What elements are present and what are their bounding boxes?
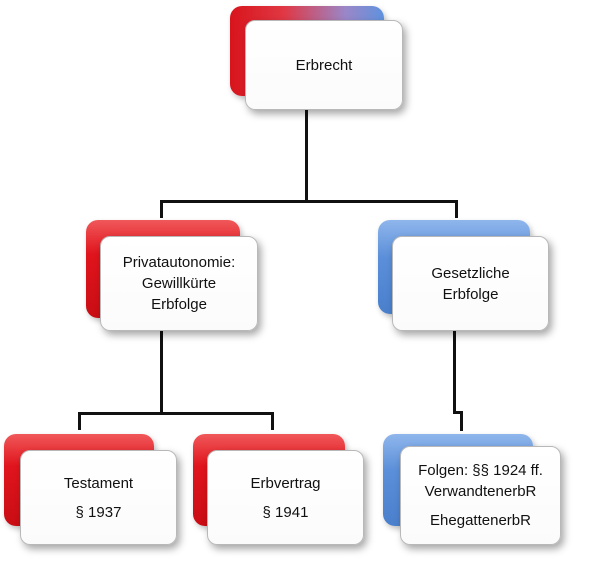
connector-right-elbow [453, 411, 463, 414]
gesetzliche-line-1: Gesetzliche [431, 264, 510, 282]
folgen-line-1: Folgen: §§ 1924 ff. [418, 462, 543, 479]
folgen-line-3: EhegattenerbR [430, 512, 531, 529]
testament-line-2: § 1937 [75, 503, 122, 521]
gesetzliche-node: Gesetzliche Erbfolge [392, 236, 549, 331]
root-node: Erbrecht [245, 20, 403, 110]
connector-root-down [305, 110, 308, 202]
erbvertrag-node: Erbvertrag § 1941 [207, 450, 364, 545]
erbvertrag-line-2: § 1941 [262, 503, 309, 521]
connector-folgen-drop [460, 411, 463, 431]
testament-line-1: Testament [63, 474, 134, 492]
connector-level1-bar [160, 200, 458, 203]
connector-left-drop [160, 200, 163, 218]
erbvertrag-line-1: Erbvertrag [250, 474, 321, 492]
connector-left-down [160, 330, 163, 415]
folgen-node: Folgen: §§ 1924 ff. VerwandtenerbR Ehega… [400, 446, 561, 545]
privatautonomie-line-1: Privatautonomie: [122, 254, 236, 271]
privatautonomie-line-3: Erbfolge [151, 296, 207, 313]
connector-right-drop [455, 200, 458, 218]
privatautonomie-line-2: Gewillkürte [141, 275, 217, 292]
root-node-label: Erbrecht [295, 56, 353, 74]
folgen-line-2: VerwandtenerbR [424, 483, 537, 500]
connector-right-down [453, 330, 456, 414]
privatautonomie-node: Privatautonomie: Gewillkürte Erbfolge [100, 236, 258, 331]
connector-testament-drop [78, 412, 81, 430]
connector-erbvertrag-drop [271, 412, 274, 430]
gesetzliche-line-2: Erbfolge [442, 285, 499, 303]
testament-node: Testament § 1937 [20, 450, 177, 545]
connector-level2-bar [78, 412, 274, 415]
